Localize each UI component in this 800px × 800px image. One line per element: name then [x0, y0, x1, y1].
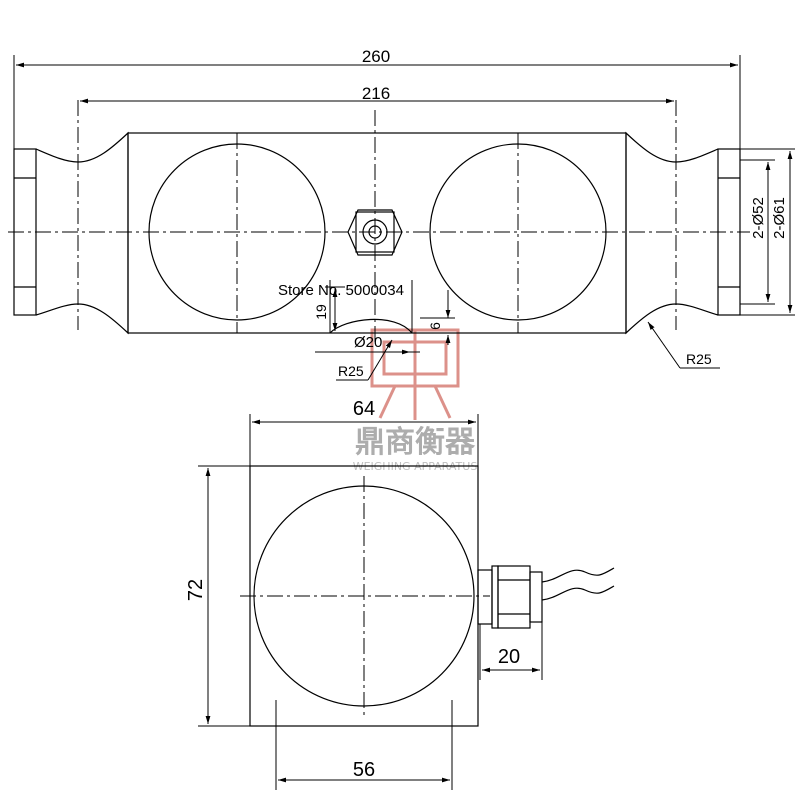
dim-connector-length: 20: [498, 646, 520, 668]
dim-circle-width: 56: [353, 759, 375, 781]
dim-hole-spacing: 216: [362, 84, 390, 103]
dim-64: [249, 414, 479, 466]
dim-inner-diameter: 2-Ø52: [750, 197, 767, 239]
dim-20: [479, 622, 543, 680]
cable-lower: [541, 585, 615, 601]
watermark-logo-icon: [370, 328, 460, 420]
dim-56: [275, 700, 453, 790]
dim-r25-leader: [647, 321, 720, 369]
dim-slot-radius: R25: [338, 363, 364, 379]
dim-height: 72: [185, 579, 207, 601]
store-number: Store No. 5000034: [278, 282, 404, 299]
dim-slot-depth: 6: [427, 322, 443, 330]
dim-width: 64: [353, 398, 375, 420]
dim-slot: [315, 280, 455, 381]
dim-groove-radius: R25: [686, 351, 712, 367]
top-view: [13, 131, 741, 335]
beam-body: [127, 132, 627, 334]
cable-connector-icon: [477, 565, 543, 629]
top-view-centerlines: [8, 100, 750, 345]
dim-outer-diameter: 2-Ø61: [771, 197, 788, 239]
dim-slot-diameter: Ø20: [354, 334, 382, 351]
left-neck: [35, 131, 129, 335]
dim-72: [198, 465, 250, 727]
right-neck: [625, 131, 719, 335]
dim-diameters: [740, 148, 795, 316]
dim-overall-length: 260: [362, 47, 390, 66]
dim-slot-height: 19: [313, 304, 329, 320]
cable: [541, 567, 615, 583]
watermark-brand: 鼎商衡器: [355, 425, 476, 460]
front-view-centerlines: [240, 476, 490, 716]
dim-260: [13, 55, 741, 149]
